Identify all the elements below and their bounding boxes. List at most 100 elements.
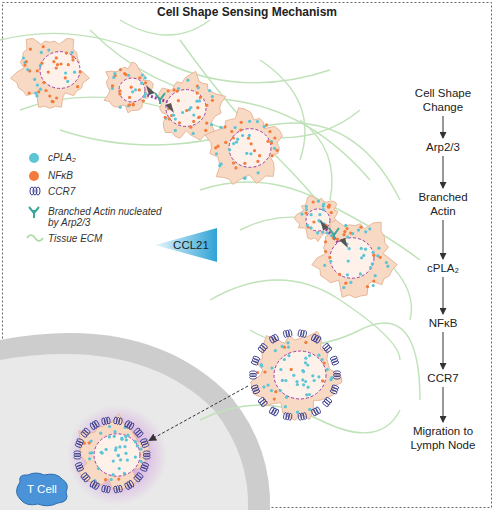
- molecule-dot: [141, 73, 144, 76]
- molecule-dot: [48, 94, 51, 97]
- constriction-arrow: [146, 85, 155, 95]
- molecule-dot: [302, 370, 305, 373]
- molecule-dot: [97, 467, 100, 470]
- flow-step: Arp2/3: [405, 140, 481, 154]
- dendritic-cell: [67, 405, 167, 505]
- molecule-dot: [119, 68, 122, 71]
- ccr7-receptor: [322, 343, 333, 354]
- cell-body: [294, 196, 339, 242]
- molecule-dot: [59, 62, 62, 65]
- molecule-dot: [266, 140, 269, 143]
- molecule-dot: [304, 341, 307, 344]
- molecule-dot: [112, 473, 115, 476]
- molecule-dot: [90, 440, 93, 443]
- flow-step: NFκB: [405, 316, 481, 330]
- molecule-dot: [304, 380, 307, 383]
- molecule-dot: [267, 384, 270, 387]
- molecule-dot: [322, 208, 325, 211]
- molecule-dot: [138, 76, 141, 79]
- actin-sample: [29, 207, 39, 218]
- molecule-dot: [347, 260, 350, 263]
- molecule-dot: [132, 103, 135, 106]
- ccr7-receptor: [113, 417, 122, 425]
- node-label: CCL21: [165, 238, 217, 252]
- diagram-title: Cell Shape Sensing Mechanism: [0, 5, 494, 19]
- ccr7-receptor: [311, 406, 322, 416]
- molecule-dot: [344, 224, 347, 227]
- molecule-dot: [304, 357, 307, 360]
- molecule-dot: [204, 129, 207, 132]
- molecule-dot: [111, 84, 114, 87]
- molecule-dot: [302, 383, 305, 386]
- molecule-dot: [215, 152, 218, 155]
- molecule-dot: [283, 358, 286, 361]
- molecule-dot: [144, 81, 147, 84]
- node-label: Cell Shape Change: [405, 86, 481, 114]
- molecule-dot: [34, 92, 37, 95]
- molecule-dot: [243, 177, 246, 180]
- molecule-dot: [247, 137, 250, 140]
- molecule-dot: [224, 141, 227, 144]
- molecule-dot: [120, 438, 123, 441]
- molecule-dot: [164, 116, 167, 119]
- molecule-dot: [342, 233, 345, 236]
- nucleus: [166, 90, 206, 127]
- molecule-dot: [140, 82, 143, 85]
- node-label: NFκB: [405, 316, 481, 330]
- molecule-dot: [232, 142, 235, 145]
- ccr7-receptor: [89, 420, 100, 430]
- legend-label: NFκB: [48, 170, 168, 181]
- ecm-sample: [27, 235, 43, 241]
- molecule-dot: [197, 116, 200, 119]
- molecule-dot: [260, 363, 263, 366]
- molecule-dot: [174, 118, 177, 121]
- molecule-dot: [55, 96, 58, 99]
- molecule-dot: [318, 213, 321, 216]
- constriction-arrow: [320, 220, 329, 230]
- molecule-dot: [270, 141, 273, 144]
- molecule-dot: [134, 440, 137, 443]
- molecule-dot: [134, 88, 137, 91]
- molecule-dot: [379, 256, 382, 259]
- cell-body: [312, 220, 397, 298]
- molecule-dot: [189, 126, 192, 129]
- ccr7-receptor: [75, 438, 84, 448]
- molecule-dot: [118, 92, 121, 95]
- molecule-dot: [125, 438, 128, 441]
- molecule-dot: [244, 176, 247, 179]
- ccr7-sample: [30, 187, 40, 195]
- molecule-dot: [321, 358, 324, 361]
- molecule-dot: [127, 74, 130, 77]
- molecule-dot: [372, 280, 375, 283]
- molecule-dot: [117, 454, 120, 457]
- cell-body: [158, 71, 226, 140]
- molecule-dot: [136, 444, 139, 447]
- ccr7-receptor: [133, 472, 144, 483]
- molecule-dot: [211, 99, 214, 102]
- flow-arrow: [443, 156, 444, 188]
- ccr7-receptor: [133, 427, 144, 438]
- molecule-dot: [295, 380, 298, 383]
- molecule-dot: [64, 76, 67, 79]
- molecule-dot: [306, 224, 309, 227]
- molecule-dot: [328, 256, 331, 259]
- molecule-dot: [386, 265, 389, 268]
- lymph-node-inner: [0, 354, 248, 510]
- molecule-dot: [305, 208, 308, 211]
- molecule-dot: [90, 451, 93, 454]
- molecule-dot: [101, 452, 104, 455]
- molecule-dot: [178, 121, 181, 124]
- molecule-dot: [28, 92, 31, 95]
- ccr7-receptor: [251, 356, 260, 366]
- molecule-dot: [276, 149, 279, 152]
- molecule-dot: [47, 49, 50, 52]
- molecule-dot: [250, 142, 253, 145]
- ccr7-receptor: [257, 397, 268, 408]
- molecule-dot: [310, 226, 313, 229]
- molecule-dot: [262, 385, 265, 388]
- molecule-dot: [368, 227, 371, 230]
- chemokine-gradient: CCL21: [155, 228, 217, 262]
- molecule-dot: [301, 378, 304, 381]
- molecule-dot: [172, 114, 175, 117]
- ccr7-receptor: [251, 384, 260, 394]
